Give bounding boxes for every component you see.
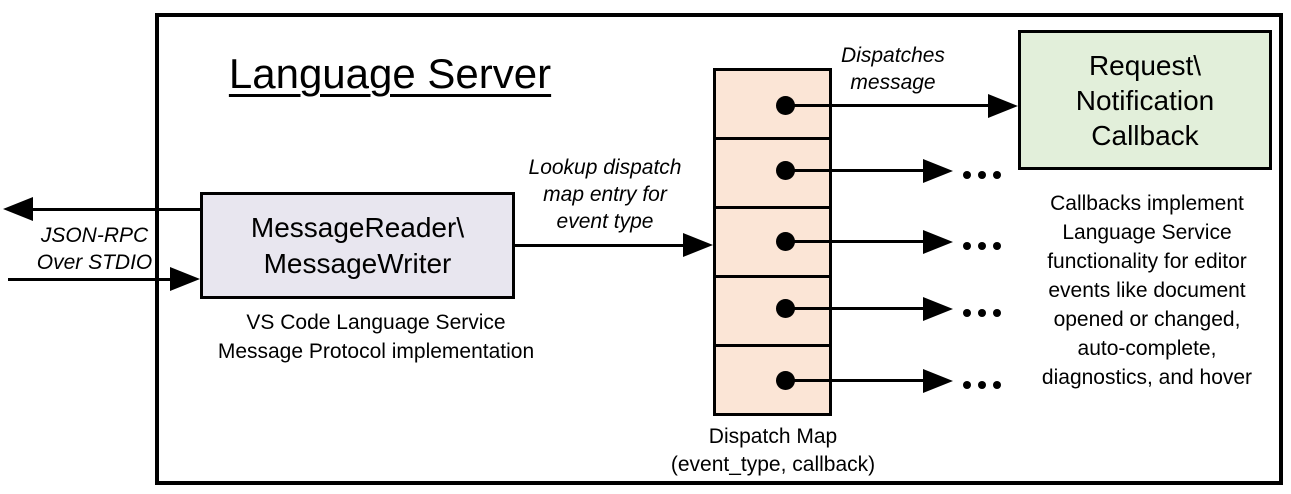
ellipsis-icon: [963, 242, 1001, 250]
callbacks-note-line: diagnostics, and hover: [1041, 366, 1253, 389]
message-reader-caption-line: VS Code Language Service: [246, 311, 506, 334]
dispatch-map-cell: [716, 140, 829, 209]
dispatch-arrowhead-icon: [923, 230, 953, 254]
dispatch-map-cell: [716, 209, 829, 278]
callback-label-line: Notification: [1075, 84, 1215, 116]
dispatch-map-caption-line: Dispatch Map: [708, 425, 838, 448]
message-reader-label-line: MessageWriter: [263, 247, 452, 279]
lookup-arrow-line: [515, 244, 685, 247]
dispatches-label-line: message: [850, 71, 936, 94]
callbacks-note-line: Callbacks implement: [1050, 192, 1244, 215]
language-server-boundary: [155, 13, 1283, 485]
callbacks-note: Callbacks implement Language Service fun…: [1002, 189, 1291, 392]
dispatch-arrow-line: [785, 104, 990, 107]
stdio-in-arrow-line: [8, 278, 172, 281]
callbacks-note-line: events like document: [1048, 279, 1246, 302]
message-reader-caption: VS Code Language Service Message Protoco…: [186, 308, 566, 366]
callbacks-note-line: Language Service: [1062, 221, 1232, 244]
dispatch-map-caption: Dispatch Map (event_type, callback): [648, 423, 898, 479]
dispatch-arrow-line: [785, 240, 925, 243]
ellipsis-icon: [963, 309, 1001, 317]
stdio-in-arrowhead-icon: [170, 267, 200, 291]
callbacks-note-line: functionality for editor: [1047, 250, 1247, 273]
stdio-label-line: Over STDIO: [36, 251, 153, 274]
message-reader-label-line: MessageReader\: [250, 211, 465, 243]
ellipsis-icon: [963, 171, 1001, 179]
stdio-label: JSON-RPC Over STDIO: [12, 222, 177, 276]
dispatch-arrow-line: [785, 307, 925, 310]
message-reader-caption-line: Message Protocol implementation: [217, 340, 535, 363]
dispatches-label-line: Dispatches: [841, 44, 945, 67]
lookup-arrowhead-icon: [683, 233, 713, 257]
callback-box: Request\ Notification Callback: [1018, 30, 1272, 170]
stdio-out-arrow-line: [24, 208, 200, 211]
dispatches-label: Dispatches message: [826, 42, 960, 96]
dispatch-arrowhead-icon: [923, 297, 953, 321]
dispatch-arrow-line: [785, 379, 925, 382]
lookup-label-line: event type: [556, 210, 654, 233]
dispatch-arrowhead-icon: [988, 94, 1018, 118]
dispatch-map-cell: [716, 278, 829, 347]
callbacks-note-line: opened or changed,: [1053, 308, 1241, 331]
message-reader-box: MessageReader\ MessageWriter: [200, 192, 515, 299]
dispatch-arrow-line: [785, 169, 925, 172]
dispatch-arrowhead-icon: [923, 369, 953, 393]
stdio-out-arrowhead-icon: [3, 197, 33, 221]
stdio-label-line: JSON-RPC: [40, 224, 149, 247]
dispatch-arrowhead-icon: [923, 159, 953, 183]
callback-label-line: Request\: [1088, 49, 1202, 81]
lookup-label: Lookup dispatch map entry for event type: [500, 154, 710, 235]
callback-label-line: Callback: [1091, 119, 1199, 151]
lookup-label-line: map entry for: [543, 183, 667, 206]
ellipsis-icon: [963, 381, 1001, 389]
lookup-label-line: Lookup dispatch: [528, 156, 682, 179]
dispatch-map: [713, 68, 832, 416]
diagram-title: Language Server: [228, 50, 552, 97]
callbacks-note-line: auto-complete,: [1077, 337, 1217, 360]
dispatch-map-caption-line: (event_type, callback): [670, 453, 876, 476]
